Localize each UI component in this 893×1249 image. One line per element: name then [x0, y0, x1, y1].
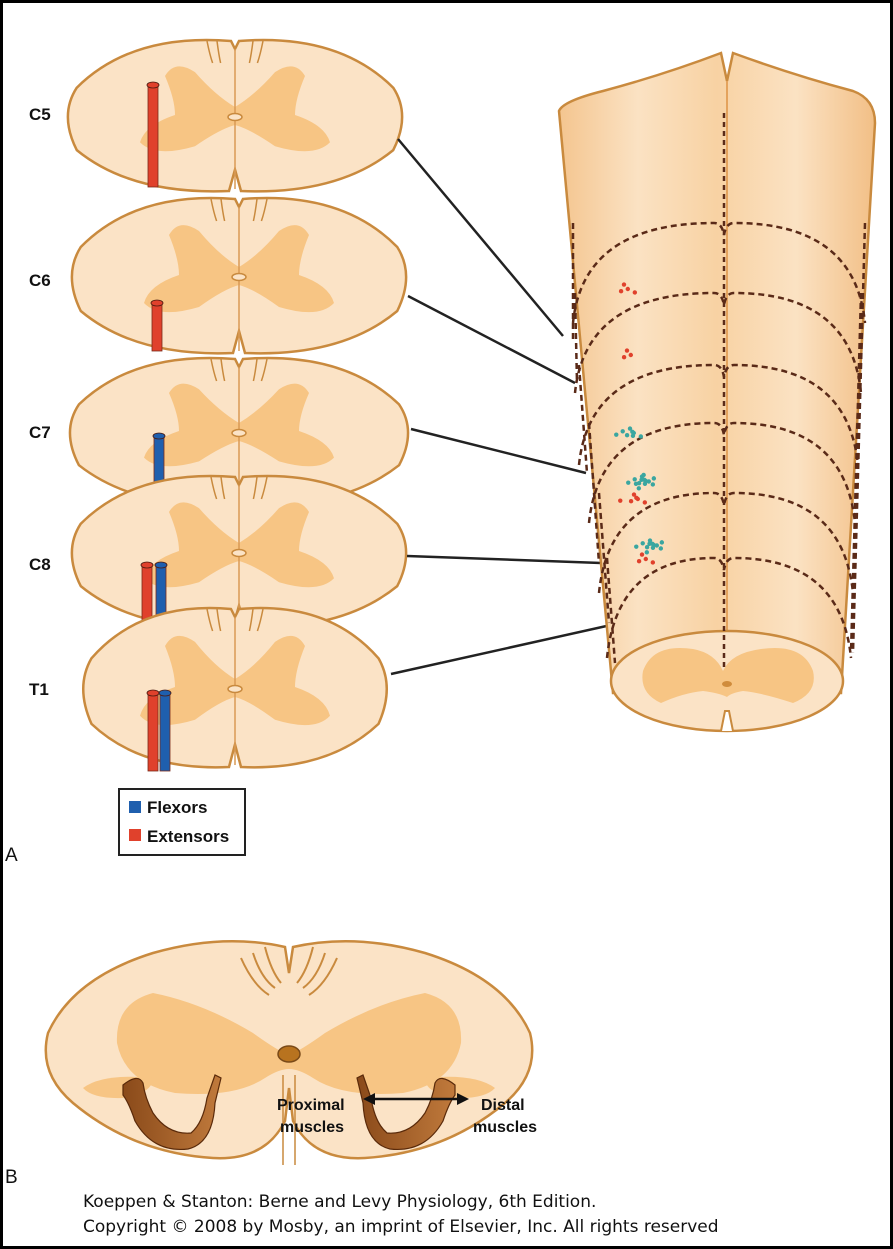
- cross-section-c8: [70, 474, 408, 629]
- motor-dot: [647, 538, 653, 543]
- motor-dot: [658, 546, 664, 551]
- segment-boundary: [605, 556, 853, 659]
- motor-dot: [628, 352, 633, 358]
- arm-icon-left: [122, 1074, 222, 1151]
- label-proximal-line2: muscles: [280, 1119, 344, 1136]
- arm-icon-right: [356, 1074, 456, 1151]
- spinal-column-longitudinal: [557, 51, 877, 733]
- segment-label-c6: C6: [29, 271, 51, 290]
- motor-dot: [624, 432, 630, 438]
- motor-dot: [639, 477, 644, 483]
- flexor-column: [159, 692, 171, 772]
- motor-dot: [646, 479, 651, 484]
- cross-section-c7: [68, 356, 410, 507]
- connector-t1: [390, 623, 612, 676]
- motor-dot: [628, 498, 634, 504]
- motor-dot: [634, 495, 639, 500]
- motor-dot: [632, 477, 637, 482]
- central-canal: [277, 1045, 301, 1063]
- motor-dot: [644, 550, 650, 555]
- connector-c7: [410, 427, 587, 475]
- motor-dot: [618, 498, 623, 503]
- extensor-column: [141, 564, 153, 626]
- panel-b-gray-matter: [116, 993, 462, 1094]
- connector-c8: [406, 554, 602, 565]
- label-distal-line1: Distal: [481, 1097, 525, 1114]
- motor-dot: [625, 286, 630, 292]
- segment-label-t1: T1: [29, 680, 49, 699]
- motor-dot: [630, 429, 635, 434]
- motor-dot: [618, 288, 624, 294]
- motor-dot: [654, 543, 659, 548]
- label-distal-line2: muscles: [473, 1119, 537, 1136]
- motor-dot: [626, 480, 631, 485]
- cross-section-c5: [66, 38, 404, 193]
- motor-dot: [632, 290, 638, 295]
- legend-swatch-extensors: [129, 829, 141, 841]
- credit-line-2: Copyright © 2008 by Mosby, an imprint of…: [83, 1217, 719, 1237]
- segment-labels: C5 C6 C7 C8 T1: [29, 105, 51, 699]
- panel-b-cross-section: Proximal muscles Distal muscles: [44, 939, 537, 1165]
- figure-frame: C5 C6 C7 C8 T1 Flexors Extensors A Proxi: [3, 3, 890, 1246]
- motor-dot: [627, 426, 633, 431]
- motor-dot: [624, 348, 630, 353]
- cross-section-t1: [82, 606, 388, 772]
- motor-dot: [638, 434, 644, 439]
- connector-lines: [390, 138, 612, 676]
- motor-dot: [614, 432, 619, 437]
- motor-dot: [650, 545, 656, 550]
- motor-dot: [647, 541, 652, 547]
- motor-dot: [631, 492, 637, 497]
- segment-boundary: [587, 421, 857, 524]
- connector-c6: [407, 294, 576, 385]
- motor-dot: [650, 482, 656, 487]
- flexor-column: [153, 435, 165, 484]
- motor-dot: [621, 354, 627, 360]
- legend-box: [118, 788, 246, 856]
- panel-label-a: A: [5, 845, 18, 866]
- extensor-column: [147, 84, 159, 188]
- motor-dot: [651, 476, 657, 481]
- credit-line-1: Koeppen & Stanton: Berne and Levy Physio…: [83, 1192, 596, 1212]
- column-body: [557, 51, 877, 695]
- label-proximal-line1: Proximal: [277, 1097, 345, 1114]
- motor-dot: [640, 541, 645, 546]
- motor-dot: [636, 558, 642, 564]
- spinal-cord-figure: C5 C6 C7 C8 T1 Flexors Extensors A Proxi: [5, 38, 877, 1237]
- panel-label-b: B: [5, 1167, 18, 1188]
- motor-dot: [644, 544, 650, 550]
- motor-dot: [659, 540, 665, 545]
- cross-section-c6: [70, 196, 408, 355]
- motor-dot: [642, 500, 648, 505]
- legend-swatch-flexors: [129, 801, 141, 813]
- legend-label-flexors: Flexors: [147, 798, 207, 817]
- motor-dot: [633, 481, 639, 486]
- extensor-column: [151, 302, 163, 352]
- motor-dot: [639, 552, 645, 557]
- segment-label-c5: C5: [29, 105, 51, 124]
- motor-dot: [636, 486, 642, 491]
- segment-boundary: [597, 491, 855, 594]
- connector-c5: [397, 138, 564, 337]
- motor-dot: [650, 560, 656, 565]
- motor-dot: [620, 429, 625, 434]
- segment-boundary: [573, 291, 863, 394]
- extensor-column: [147, 692, 159, 772]
- segment-label-c8: C8: [29, 555, 51, 574]
- motor-dot: [643, 556, 648, 562]
- motor-dot: [621, 282, 627, 287]
- motor-dot: [642, 481, 648, 486]
- motor-pool-dots: [614, 282, 665, 565]
- motor-dot: [630, 433, 636, 438]
- segment-label-c7: C7: [29, 423, 51, 442]
- legend: Flexors Extensors: [118, 788, 246, 856]
- column-end-gray-matter: [642, 647, 814, 703]
- legend-label-extensors: Extensors: [147, 827, 229, 846]
- motor-dot: [634, 544, 639, 549]
- motor-dot: [641, 472, 646, 478]
